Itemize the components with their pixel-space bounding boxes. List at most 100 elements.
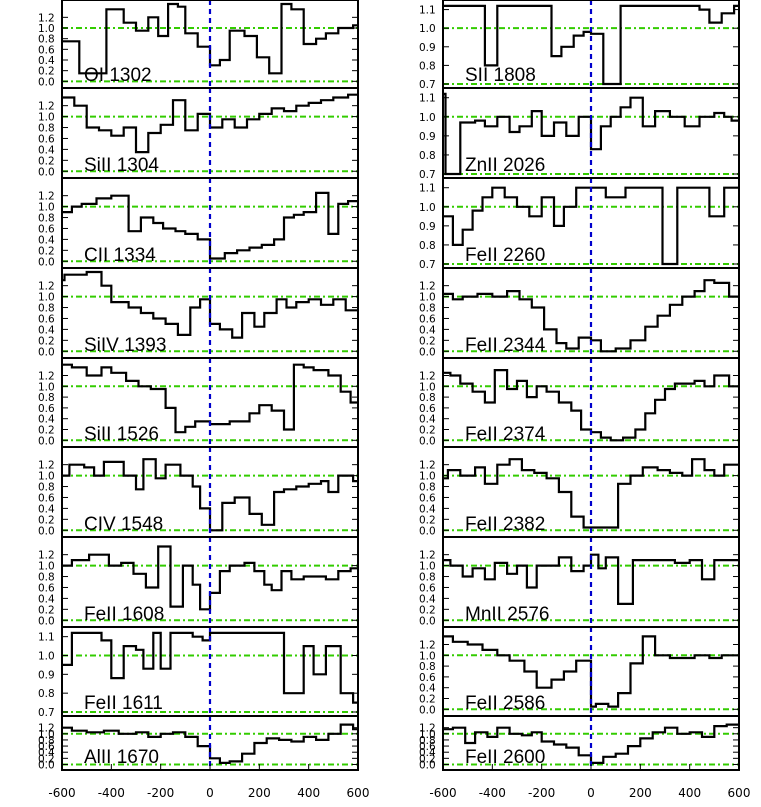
y-tick-label: 0.0 [38, 76, 55, 88]
x-tick-label: -400 [98, 786, 125, 800]
y-tick-label: 0.2 [419, 753, 436, 765]
y-tick-label: 0.8 [419, 735, 436, 747]
y-tick-label: 0.8 [38, 34, 55, 46]
y-tick-label: 0.8 [419, 60, 436, 72]
spectrum-line [62, 191, 358, 260]
y-tick-label: 0.8 [419, 150, 436, 162]
y-tick-label: 1.2 [38, 281, 55, 293]
spectrum-line [443, 553, 739, 605]
y-tick-label: 0.8 [38, 303, 55, 315]
y-tick-label: 1.0 [38, 112, 55, 124]
y-tick-label: 0.8 [419, 240, 436, 252]
y-tick-label: 0.2 [38, 245, 55, 257]
ion-label: FeII 2344 [465, 335, 546, 356]
y-tick-label: 1.0 [419, 650, 436, 662]
spectrum-line [443, 4, 739, 86]
y-tick-label: 1.0 [38, 650, 55, 662]
ion-label: CII 1334 [84, 245, 156, 266]
y-tick-label: 1.2 [419, 281, 436, 293]
y-tick-label: 1.0 [38, 23, 55, 35]
y-tick-label: 0.4 [38, 324, 55, 336]
x-tick-label: 600 [728, 786, 751, 800]
y-tick-label: 1.2 [38, 371, 55, 383]
ion-label: FeII 2374 [465, 424, 546, 445]
y-tick-label: 1.2 [38, 460, 55, 472]
spectrum-line [443, 279, 739, 353]
y-tick-label: 0.8 [419, 303, 436, 315]
y-tick-label: 1.2 [38, 12, 55, 24]
ion-label: FeII 2586 [465, 693, 545, 714]
y-tick-label: 1.2 [419, 723, 436, 735]
y-tick-label: 1.2 [419, 640, 436, 652]
y-tick-label: 0.0 [419, 435, 436, 447]
spectrum-line [62, 631, 358, 704]
y-tick-label: 0.2 [38, 753, 55, 765]
y-tick-label: 0.4 [419, 324, 436, 336]
y-tick-label: 0.2 [38, 66, 55, 78]
y-tick-label: 1.1 [38, 632, 55, 644]
y-tick-label: 1.0 [419, 729, 436, 741]
y-tick-label: 1.1 [419, 183, 436, 195]
y-tick-label: 0.6 [419, 672, 436, 684]
ion-label: OI 1302 [84, 65, 152, 86]
x-tick-label: 0 [587, 786, 595, 800]
x-tick-label: -600 [429, 786, 456, 800]
y-tick-label: 0.2 [38, 604, 55, 616]
ion-label: FeII 2382 [465, 514, 545, 535]
x-tick-label: 0 [206, 786, 214, 800]
y-tick-label: 0.0 [38, 759, 55, 771]
y-tick-label: 0.0 [419, 615, 436, 627]
y-tick-label: 0.4 [38, 503, 55, 515]
x-tick-label: -400 [479, 786, 506, 800]
y-tick-label: 0.4 [38, 747, 55, 759]
y-tick-label: 0.2 [38, 155, 55, 167]
y-tick-label: 0.2 [419, 335, 436, 347]
y-tick-label: 0.0 [419, 759, 436, 771]
y-tick-label: 0.4 [419, 503, 436, 515]
spectrum-line [443, 635, 739, 708]
spectrum-line [62, 2, 358, 75]
y-tick-label: 1.2 [419, 371, 436, 383]
y-tick-label: 0.6 [419, 403, 436, 415]
y-tick-label: 0.0 [38, 435, 55, 447]
y-tick-label: 0.6 [38, 133, 55, 145]
y-tick-label: 0.4 [419, 593, 436, 605]
y-tick-label: 1.2 [38, 550, 55, 562]
y-tick-label: 1.0 [419, 202, 436, 214]
ion-label: FeII 2260 [465, 245, 545, 266]
y-tick-label: 0.0 [419, 346, 436, 358]
ion-label: FeII 1611 [84, 693, 163, 714]
y-tick-label: 0.8 [38, 735, 55, 747]
spectrum-line [443, 458, 739, 529]
y-tick-label: 0.9 [38, 669, 55, 681]
x-tick-label: -600 [48, 786, 75, 800]
spectrum-line [443, 723, 739, 764]
spectrum-line [443, 186, 739, 266]
y-tick-label: 1.2 [38, 101, 55, 113]
y-tick-label: 0.0 [419, 704, 436, 716]
x-tick-label: 400 [678, 786, 701, 800]
y-tick-label: 0.8 [419, 482, 436, 494]
y-tick-label: 0.8 [419, 392, 436, 404]
y-tick-label: 0.2 [38, 425, 55, 437]
y-tick-label: 0.0 [38, 615, 55, 627]
ion-label: SiII 1526 [84, 424, 159, 445]
ion-label: CIV 1548 [84, 514, 163, 535]
y-tick-label: 0.6 [38, 582, 55, 594]
y-tick-label: 0.0 [38, 346, 55, 358]
x-tick-label: -200 [528, 786, 555, 800]
spectrum-line [443, 369, 739, 442]
ion-label: SiIV 1393 [84, 335, 166, 356]
y-tick-label: 0.6 [419, 741, 436, 753]
spectrum-line [62, 270, 358, 339]
ion-label: ZnII 2026 [465, 155, 545, 176]
y-tick-label: 0.8 [38, 213, 55, 225]
spectrum-line [62, 363, 358, 434]
y-tick-label: 0.6 [38, 44, 55, 56]
y-tick-label: 0.7 [419, 259, 436, 271]
y-tick-label: 0.9 [419, 131, 436, 143]
spectrum-line [62, 545, 358, 611]
y-tick-label: 0.2 [419, 425, 436, 437]
x-tick-label: 200 [248, 786, 271, 800]
